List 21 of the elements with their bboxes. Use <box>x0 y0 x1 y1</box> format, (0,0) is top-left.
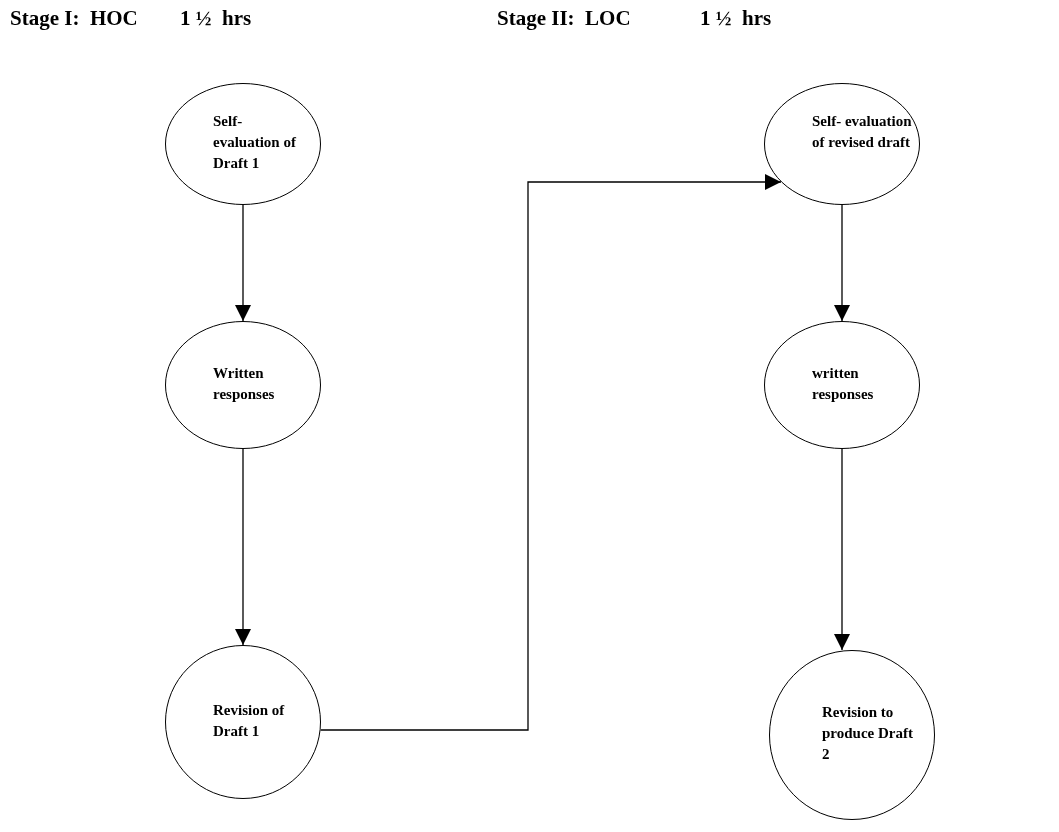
stage-heading: Stage I: HOC <box>10 6 138 31</box>
node-text: Self- evaluation of revised draft <box>812 112 912 152</box>
stage-heading: 1 ½ hrs <box>700 6 772 31</box>
process-ellipse <box>769 650 935 820</box>
node-text: written responses <box>812 364 875 404</box>
stage-heading: 1 ½ hrs <box>180 6 252 31</box>
node-text: Revision to produce Draft 2 <box>822 703 914 764</box>
process-ellipse <box>165 83 321 205</box>
node-text: Revision of Draft 1 <box>213 701 286 741</box>
process-ellipse <box>165 645 321 799</box>
process-ellipse <box>165 321 321 449</box>
process-ellipse <box>764 83 920 205</box>
arrow <box>235 204 251 322</box>
arrow <box>235 448 251 646</box>
stage-heading: Stage II: LOC <box>497 6 631 31</box>
node-text: Self- evaluation of Draft 1 <box>213 112 297 173</box>
arrow <box>834 448 850 651</box>
arrow <box>319 174 782 731</box>
arrow <box>834 204 850 322</box>
process-ellipse <box>764 321 920 449</box>
node-text: Written responses <box>213 364 276 404</box>
